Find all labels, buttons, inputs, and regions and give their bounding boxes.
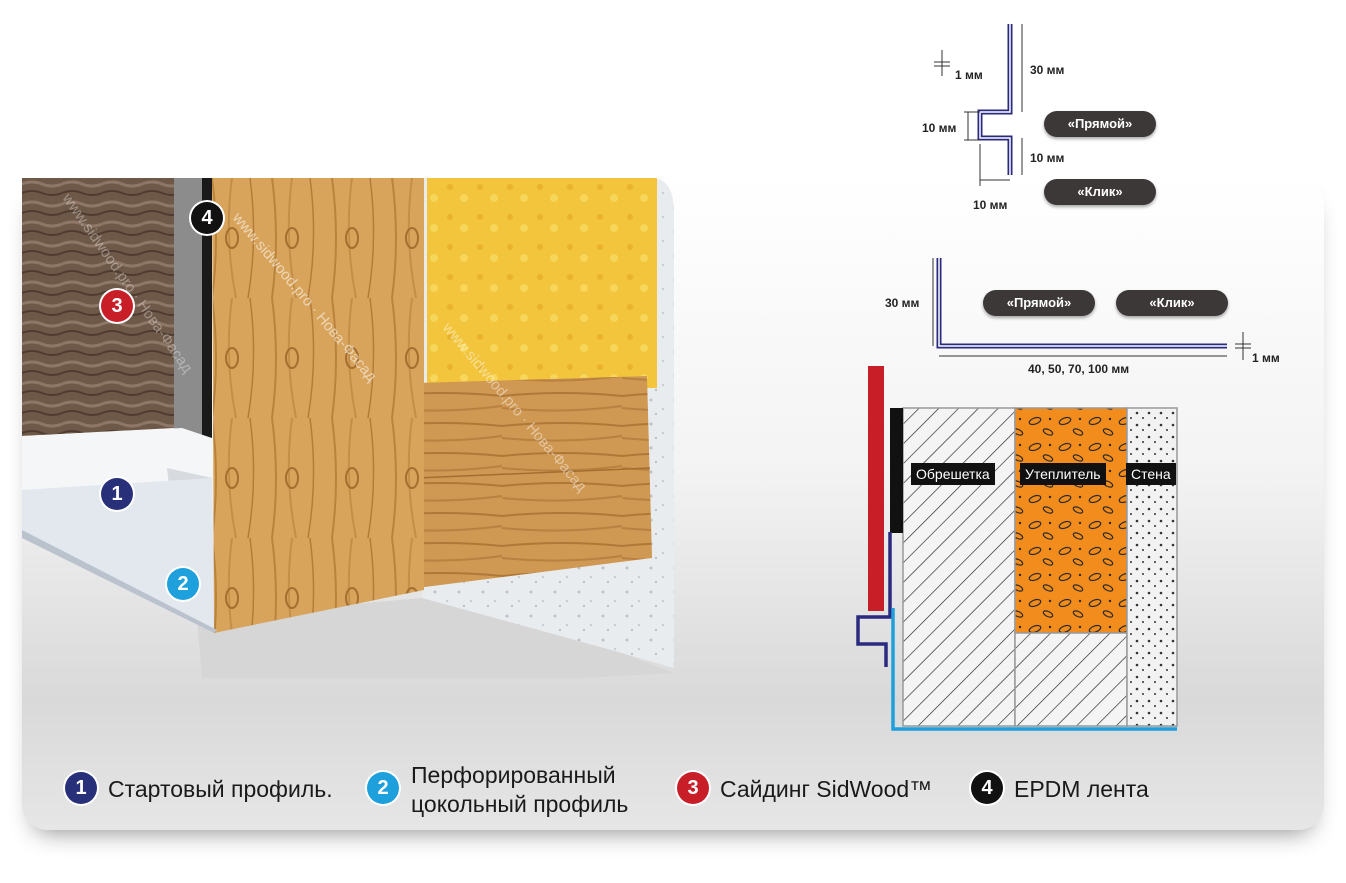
dim-angle-height: 30 мм bbox=[885, 296, 920, 310]
dim-bottom: 10 мм bbox=[973, 198, 1008, 212]
dim-angle-thickness: 1 мм bbox=[1252, 351, 1280, 365]
dim-height: 30 мм bbox=[1030, 63, 1065, 77]
legend-text-epdm: EPDM лента bbox=[1014, 776, 1149, 802]
pill-click-top: «Клик» bbox=[1044, 179, 1156, 205]
legend-text-start-profile: Стартовый профиль. bbox=[108, 776, 333, 802]
badge-perforated-profile: 2 bbox=[167, 568, 199, 600]
legend-badge-2: 2 bbox=[367, 772, 399, 804]
legend-badge-4: 4 bbox=[971, 772, 1003, 804]
label-lathing: Обрешетка bbox=[911, 463, 995, 485]
legend-text-perforated-line2: цокольный профиль bbox=[411, 791, 629, 817]
label-insulation: Утеплитель bbox=[1020, 463, 1106, 485]
z-profile-drawing bbox=[934, 24, 1023, 186]
wall-illustration: www.sidwood.pro · Нова-Фасад www.sidwood… bbox=[22, 178, 674, 678]
pill-direct-top: «Прямой» bbox=[1044, 111, 1156, 137]
pill-click-angle: «Клик» bbox=[1116, 290, 1228, 316]
legend-text-perforated-line1: Перфорированный bbox=[411, 762, 616, 788]
dim-lower: 10 мм bbox=[1030, 151, 1065, 165]
legend-text-siding: Сайдинг SidWood™ bbox=[720, 776, 933, 802]
dim-step: 10 мм bbox=[922, 121, 957, 135]
cross-section-diagram bbox=[856, 366, 1178, 731]
pill-direct-angle: «Прямой» bbox=[983, 290, 1095, 316]
dim-thickness: 1 мм bbox=[955, 68, 983, 82]
label-wall: Стена bbox=[1126, 463, 1176, 485]
badge-siding: 3 bbox=[101, 290, 133, 322]
badge-start-profile: 1 bbox=[101, 478, 133, 510]
dim-angle-widths: 40, 50, 70, 100 мм bbox=[1028, 362, 1130, 376]
badge-epdm: 4 bbox=[191, 202, 223, 234]
l-profile-drawing bbox=[932, 258, 1251, 360]
legend-badge-3: 3 bbox=[677, 772, 709, 804]
legend-badge-1: 1 bbox=[65, 772, 97, 804]
